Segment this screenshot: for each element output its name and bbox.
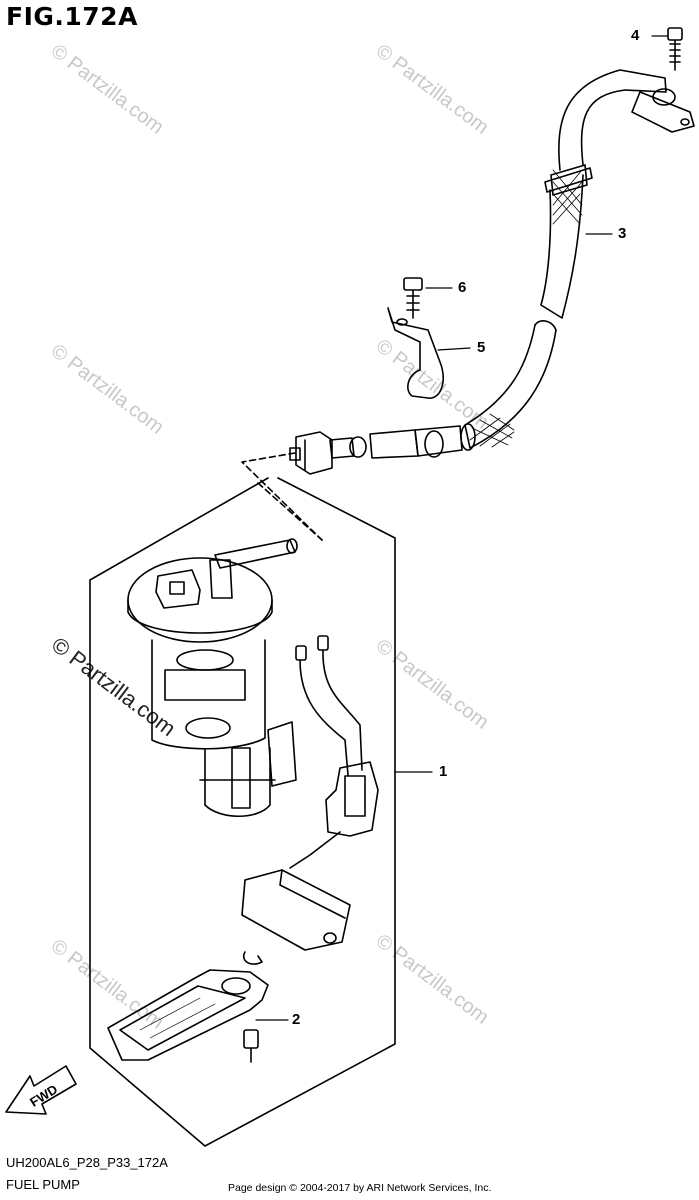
assembly-boundary: [89, 477, 396, 1147]
callout-3: 3: [618, 225, 627, 242]
figure-title: FIG.172A: [6, 2, 138, 31]
filter-screw: [243, 1029, 259, 1063]
fuel-float: [241, 869, 351, 951]
dashed-guide-lines: [241, 452, 323, 541]
callout-5: 5: [477, 339, 486, 356]
fuel-pump-body: [127, 538, 298, 817]
fuel-filter-part-2: [107, 969, 269, 1061]
fuel-hose-upper: [540, 69, 695, 319]
section-name: FUEL PUMP: [6, 1177, 80, 1192]
fwd-arrow-icon: FWD: [5, 1065, 77, 1115]
bolt-part-4: [667, 27, 683, 71]
wire-harness: [289, 635, 379, 869]
callout-leaders: [255, 35, 669, 1021]
fuel-hose-lower: [289, 320, 557, 475]
bolt-part-6: [403, 277, 423, 319]
diagram-code: UH200AL6_P28_P33_172A: [6, 1155, 168, 1170]
copyright-notice: Page design © 2004-2017 by ARI Network S…: [228, 1182, 492, 1194]
bracket-part-5: [387, 307, 444, 399]
callout-4: 4: [631, 27, 640, 44]
callout-6: 6: [458, 279, 467, 296]
callout-2: 2: [292, 1011, 301, 1028]
callout-1: 1: [439, 763, 448, 780]
retaining-clip: [243, 951, 263, 965]
